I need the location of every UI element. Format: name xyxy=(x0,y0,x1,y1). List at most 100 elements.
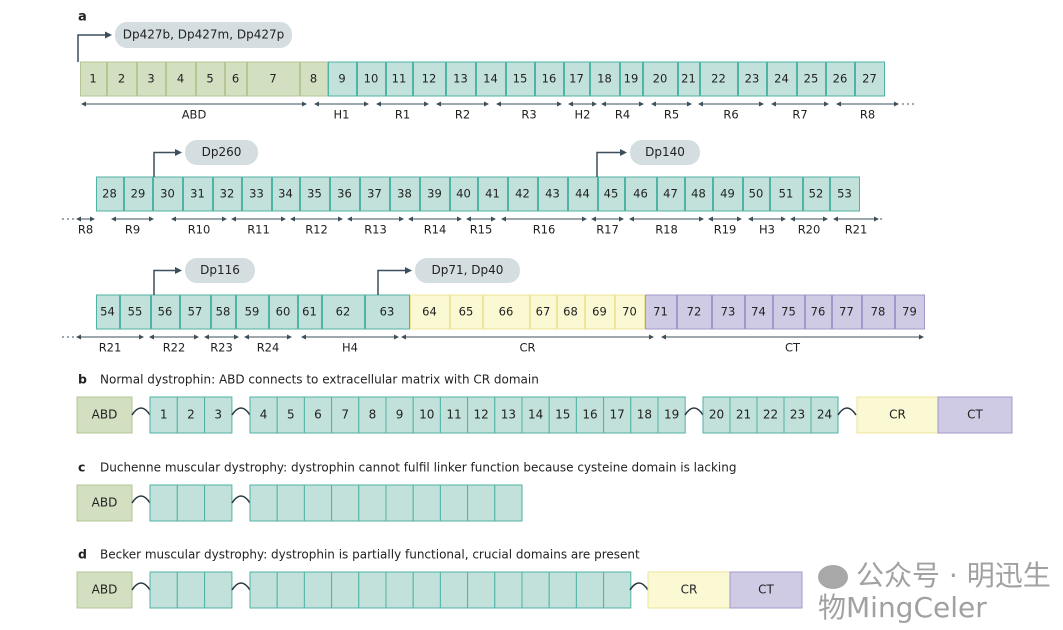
domain-label-R17: R17 xyxy=(596,223,619,237)
spectrin-repeat-label: 17 xyxy=(610,408,625,422)
spectrin-repeat xyxy=(702,396,731,434)
exon-8 xyxy=(300,61,328,97)
spectrin-repeat xyxy=(385,571,414,609)
spectrin-repeat xyxy=(521,396,550,434)
exon-51 xyxy=(770,176,803,212)
promoter-arrow xyxy=(153,269,177,295)
exon-label-37: 37 xyxy=(367,187,382,201)
spectrin-repeat xyxy=(603,396,632,434)
spectrin-repeat-label: 8 xyxy=(369,408,377,422)
domain-label-R9: R9 xyxy=(125,223,140,237)
spectrin-repeat-label: 3 xyxy=(214,408,222,422)
arrowhead-icon xyxy=(175,267,182,274)
exon-76 xyxy=(805,294,832,330)
spectrin-repeat-label: 1 xyxy=(160,408,168,422)
spectrin-repeat xyxy=(467,396,496,434)
spectrin-repeat-label: 22 xyxy=(763,408,778,422)
exon-label-64: 64 xyxy=(422,305,437,319)
panel-b-caption: Normal dystrophin: ABD connects to extra… xyxy=(100,373,539,387)
spectrin-repeat-label: 2 xyxy=(187,408,195,422)
domain-label-R22: R22 xyxy=(163,341,186,355)
exon-label-54: 54 xyxy=(100,305,115,319)
spectrin-repeat xyxy=(276,571,305,609)
exon-label-21: 21 xyxy=(681,72,696,86)
exon-15 xyxy=(506,61,535,97)
spectrin-repeat xyxy=(603,571,632,609)
exon-64 xyxy=(410,294,450,330)
exon-56 xyxy=(151,294,180,330)
exon-label-3: 3 xyxy=(147,72,154,86)
exon-66 xyxy=(483,294,530,330)
spectrin-repeat xyxy=(149,571,178,609)
promoter-bubble xyxy=(185,258,255,283)
promoter-bubble xyxy=(115,22,292,48)
exon-29 xyxy=(124,176,153,212)
exon-label-33: 33 xyxy=(249,187,264,201)
exon-4 xyxy=(166,61,196,97)
spectrin-repeat xyxy=(575,571,605,609)
panel-b-letter: b xyxy=(78,372,87,387)
exon-label-48: 48 xyxy=(691,187,706,201)
exon-label-58: 58 xyxy=(216,305,231,319)
exon-9 xyxy=(328,61,357,97)
arrowhead-icon xyxy=(244,334,292,340)
spectrin-repeat-label: 9 xyxy=(396,408,404,422)
exon-label-5: 5 xyxy=(206,72,213,86)
spectrin-repeat xyxy=(303,484,333,522)
spectrin-repeat xyxy=(412,484,441,522)
spectrin-repeat-label: 20 xyxy=(709,408,724,422)
exon-label-8: 8 xyxy=(310,72,317,86)
exon-48 xyxy=(685,176,713,212)
spectrin-repeat xyxy=(385,484,414,522)
spectrin-repeat-label: 13 xyxy=(501,408,516,422)
watermark-text: 公众号 · 明迅生物MingCeler xyxy=(818,559,1051,624)
ct-domain xyxy=(729,571,803,609)
cr-domain-label: CR xyxy=(889,408,906,422)
exon-label-56: 56 xyxy=(158,305,173,319)
arrowhead-icon xyxy=(105,31,112,39)
exon-label-36: 36 xyxy=(337,187,352,201)
domain-label-R14: R14 xyxy=(424,223,447,237)
exon-63 xyxy=(365,294,410,330)
exon-34 xyxy=(272,176,300,212)
exon-label-29: 29 xyxy=(131,187,146,201)
panel-c-caption: Duchenne muscular dystrophy: dystrophin … xyxy=(100,461,736,475)
arrowhead-icon xyxy=(651,101,692,107)
exon-21 xyxy=(678,61,700,97)
exon-61 xyxy=(298,294,322,330)
spectrin-repeat xyxy=(358,571,387,609)
domain-label-CR: CR xyxy=(519,341,535,355)
exon-label-66: 66 xyxy=(499,305,514,319)
spectrin-repeat xyxy=(276,484,305,522)
exon-label-26: 26 xyxy=(833,72,848,86)
exon-label-6: 6 xyxy=(232,72,239,86)
domain-label-H1: H1 xyxy=(334,108,350,122)
hinge-connector xyxy=(231,407,251,416)
spectrin-repeat xyxy=(494,396,523,434)
domain-label-R19: R19 xyxy=(714,223,737,237)
spectrin-repeat xyxy=(149,396,178,434)
exon-label-76: 76 xyxy=(811,305,826,319)
exon-label-35: 35 xyxy=(307,187,322,201)
exon-label-44: 44 xyxy=(575,187,590,201)
spectrin-repeat xyxy=(276,396,305,434)
exon-43 xyxy=(538,176,568,212)
exon-57 xyxy=(180,294,211,330)
exon-39 xyxy=(420,176,450,212)
spectrin-repeat-label: 23 xyxy=(790,408,805,422)
exon-31 xyxy=(183,176,213,212)
exon-label-57: 57 xyxy=(188,305,203,319)
exon-3 xyxy=(137,61,166,97)
spectrin-repeat xyxy=(249,396,278,434)
exon-label-43: 43 xyxy=(545,187,560,201)
exon-38 xyxy=(390,176,420,212)
exon-18 xyxy=(590,61,620,97)
exon-10 xyxy=(357,61,386,97)
exon-label-25: 25 xyxy=(804,72,819,86)
exon-27 xyxy=(855,61,885,97)
exon-label-74: 74 xyxy=(751,305,766,319)
exon-35 xyxy=(300,176,330,212)
exon-2 xyxy=(107,61,137,97)
exon-label-75: 75 xyxy=(781,305,796,319)
